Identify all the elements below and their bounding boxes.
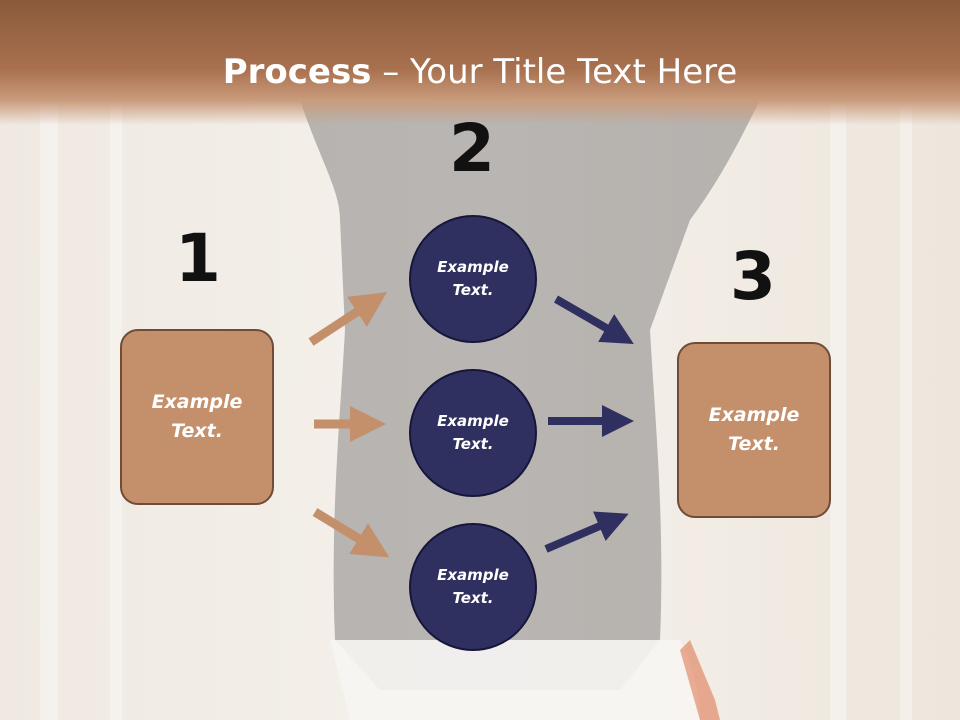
arrow-right-top <box>553 295 634 345</box>
title-band <box>0 0 960 125</box>
title-rest: – Your Title Text Here <box>371 52 738 92</box>
step-3-text: Example Text. <box>708 404 800 455</box>
step-2-number: 2 <box>449 110 495 187</box>
arrow-left-bottom <box>312 508 390 558</box>
circle-bottom: Example Text. <box>409 523 537 651</box>
step-1-number: 1 <box>175 220 221 297</box>
arrow-left-top <box>308 292 388 346</box>
circle-middle-text: Example Text. <box>437 412 509 453</box>
circle-middle: Example Text. <box>409 369 537 497</box>
circle-top: Example Text. <box>409 215 537 343</box>
slide-title: Process – Your Title Text Here <box>0 52 960 92</box>
arrow-right-bottom <box>544 511 629 553</box>
step-3-box: Example Text. <box>677 342 831 518</box>
circle-top-text: Example Text. <box>437 258 509 299</box>
step-1-box: Example Text. <box>120 329 274 505</box>
title-bold: Process <box>222 52 372 92</box>
step-3-number: 3 <box>730 238 776 315</box>
step-1-text: Example Text. <box>151 391 243 442</box>
circle-bottom-text: Example Text. <box>437 566 509 607</box>
